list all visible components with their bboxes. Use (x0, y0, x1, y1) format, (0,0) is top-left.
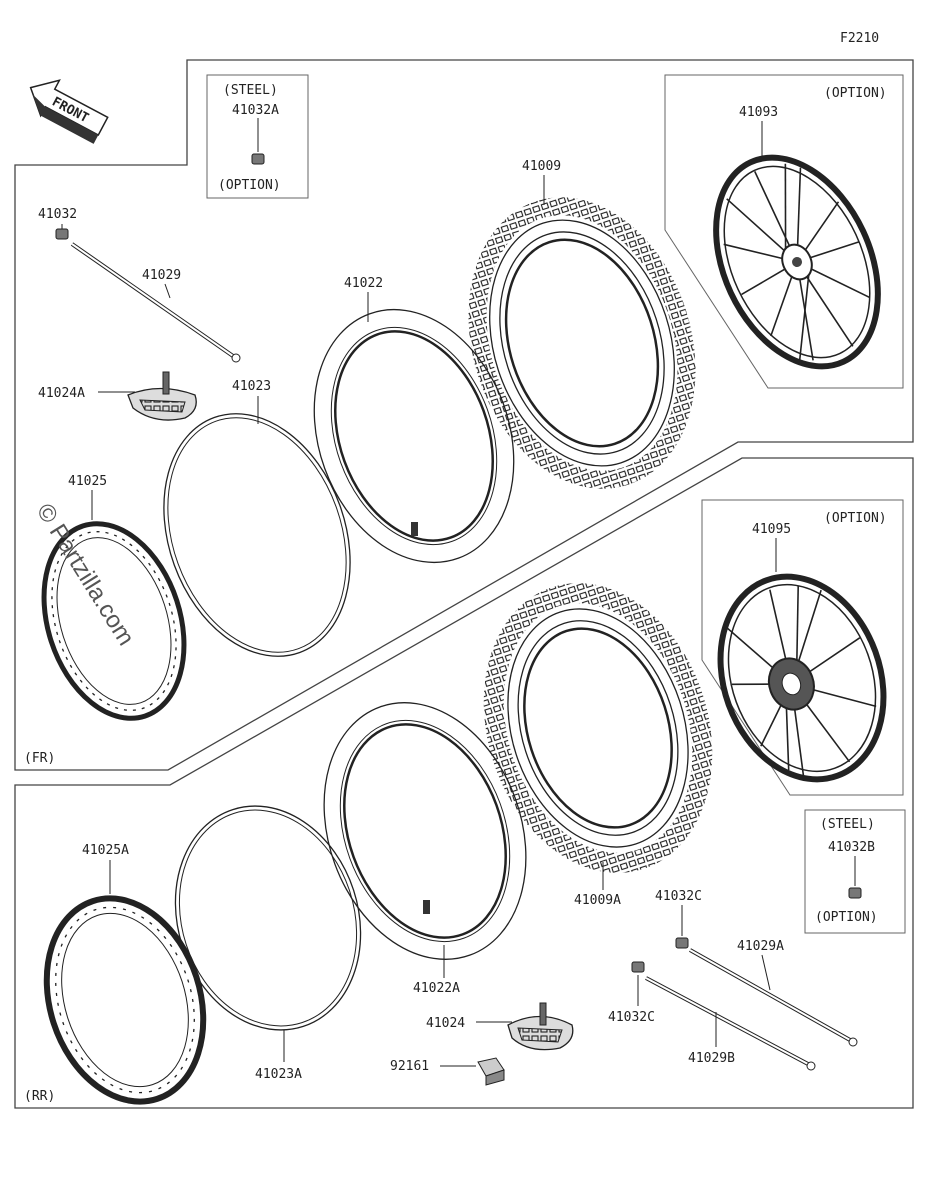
rear-section-frame (14, 457, 914, 1109)
label-41025: 41025 (68, 474, 107, 489)
label-41029: 41029 (142, 268, 181, 283)
rear-wheel-part-number: 41095 (752, 522, 791, 537)
spoke-rod-41029-icon (70, 242, 241, 363)
rear-rim-41025A-icon (43, 895, 207, 1105)
rear-steel-option-box: (STEEL) 41032B (OPTION) (804, 809, 906, 934)
label-41022: 41022 (344, 276, 383, 291)
label-41023: 41023 (232, 379, 271, 394)
valve-cap-icon (251, 153, 265, 165)
label-41009A: 41009A (574, 893, 621, 908)
front-wheel-option-box: (OPTION) 41093 (664, 74, 904, 389)
valve-cap-41032C-top-icon (675, 937, 689, 949)
label-41023A: 41023A (255, 1067, 302, 1082)
spoke-rod-41029A-icon (689, 948, 858, 1047)
front-steel-footer: (OPTION) (218, 178, 281, 193)
label-41029B: 41029B (688, 1051, 735, 1066)
front-wheel-assembly-icon (713, 154, 881, 370)
front-section-label: (FR) (24, 751, 55, 766)
valve-cap-41032-icon (55, 228, 69, 240)
label-41009: 41009 (522, 159, 561, 174)
label-41029A: 41029A (737, 939, 784, 954)
front-steel-part-number: 41032A (232, 103, 279, 118)
front-wheel-option-header: (OPTION) (824, 86, 887, 101)
front-tire-41009-icon (468, 197, 696, 489)
label-41032C-bottom: 41032C (608, 1010, 655, 1025)
label-41024: 41024 (426, 1016, 465, 1031)
inner-tube-41022A-icon (323, 702, 527, 960)
rear-steel-footer: (OPTION) (815, 910, 878, 925)
front-section-frame (14, 59, 914, 771)
figure-code: F2210 (840, 31, 879, 46)
front-steel-header: (STEEL) (223, 83, 278, 98)
label-92161: 92161 (390, 1059, 429, 1074)
label-41032C-top: 41032C (655, 889, 702, 904)
label-41024A: 41024A (38, 386, 85, 401)
rear-wheel-option-header: (OPTION) (824, 511, 887, 526)
rear-wheel-assembly-icon (717, 573, 887, 783)
label-41025A: 41025A (82, 843, 129, 858)
block-92161-icon (477, 1057, 505, 1086)
front-rim-41025-icon (41, 521, 187, 721)
rim-lock-41024-icon (507, 1002, 574, 1051)
label-41032: 41032 (38, 207, 77, 222)
front-arrow-icon: FRONT (29, 79, 109, 144)
rear-section-label: (RR) (24, 1089, 55, 1104)
rim-band-41023A-icon (174, 805, 362, 1031)
valve-cap-41032C-bottom-icon (631, 961, 645, 973)
rear-valve-cap-icon (848, 887, 862, 899)
rear-steel-header: (STEEL) (820, 817, 875, 832)
front-wheel-part-number: 41093 (739, 105, 778, 120)
rim-lock-41024A-icon (127, 371, 197, 421)
inner-tube-41022-icon (313, 308, 515, 564)
spoke-rod-41029B-icon (645, 976, 816, 1071)
label-41022A: 41022A (413, 981, 460, 996)
rear-steel-part-number: 41032B (828, 840, 875, 855)
rear-wheel-option-box: (OPTION) 41095 (701, 499, 904, 796)
front-steel-option-box: (STEEL) 41032A (OPTION) (206, 74, 309, 199)
rear-tire-41009A-icon (483, 583, 713, 873)
rim-band-41023-icon (163, 413, 351, 657)
